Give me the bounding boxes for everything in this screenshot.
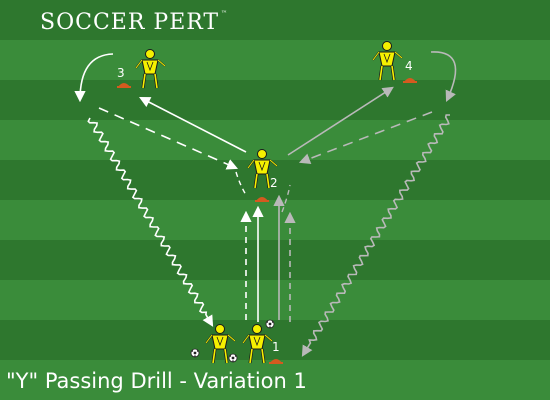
pass-4-to-2 bbox=[298, 111, 433, 165]
run-2-curve-gray bbox=[281, 184, 291, 213]
drill-title: "Y" Passing Drill - Variation 1 bbox=[6, 369, 307, 393]
player-2: 2 bbox=[246, 148, 279, 190]
player-3: 3 bbox=[117, 48, 167, 90]
player-4: 4 bbox=[371, 40, 413, 82]
soccer-ball-icon bbox=[228, 353, 238, 363]
run-4-to-1-dribble bbox=[301, 114, 450, 357]
pass-2-to-3 bbox=[139, 96, 247, 153]
run-4-curve bbox=[430, 51, 457, 103]
player-2-label: 2 bbox=[270, 176, 278, 190]
pass-2-to-4 bbox=[287, 86, 394, 156]
player-3-label: 3 bbox=[117, 66, 125, 80]
run-3-curve bbox=[74, 53, 114, 103]
run-2-curve-white bbox=[235, 171, 247, 196]
logo-trademark: ™ bbox=[221, 10, 229, 17]
logo-text: SOCCER PERT bbox=[40, 10, 220, 35]
player-1-group: 1 bbox=[204, 323, 280, 365]
player-4-label: 4 bbox=[405, 59, 413, 73]
player-1-label: 1 bbox=[272, 340, 280, 354]
soccer-ball-icon bbox=[265, 319, 275, 329]
soccer-ball-icon bbox=[190, 348, 200, 358]
pass-3-to-2 bbox=[98, 107, 239, 170]
run-3-to-1-dribble bbox=[87, 117, 214, 327]
